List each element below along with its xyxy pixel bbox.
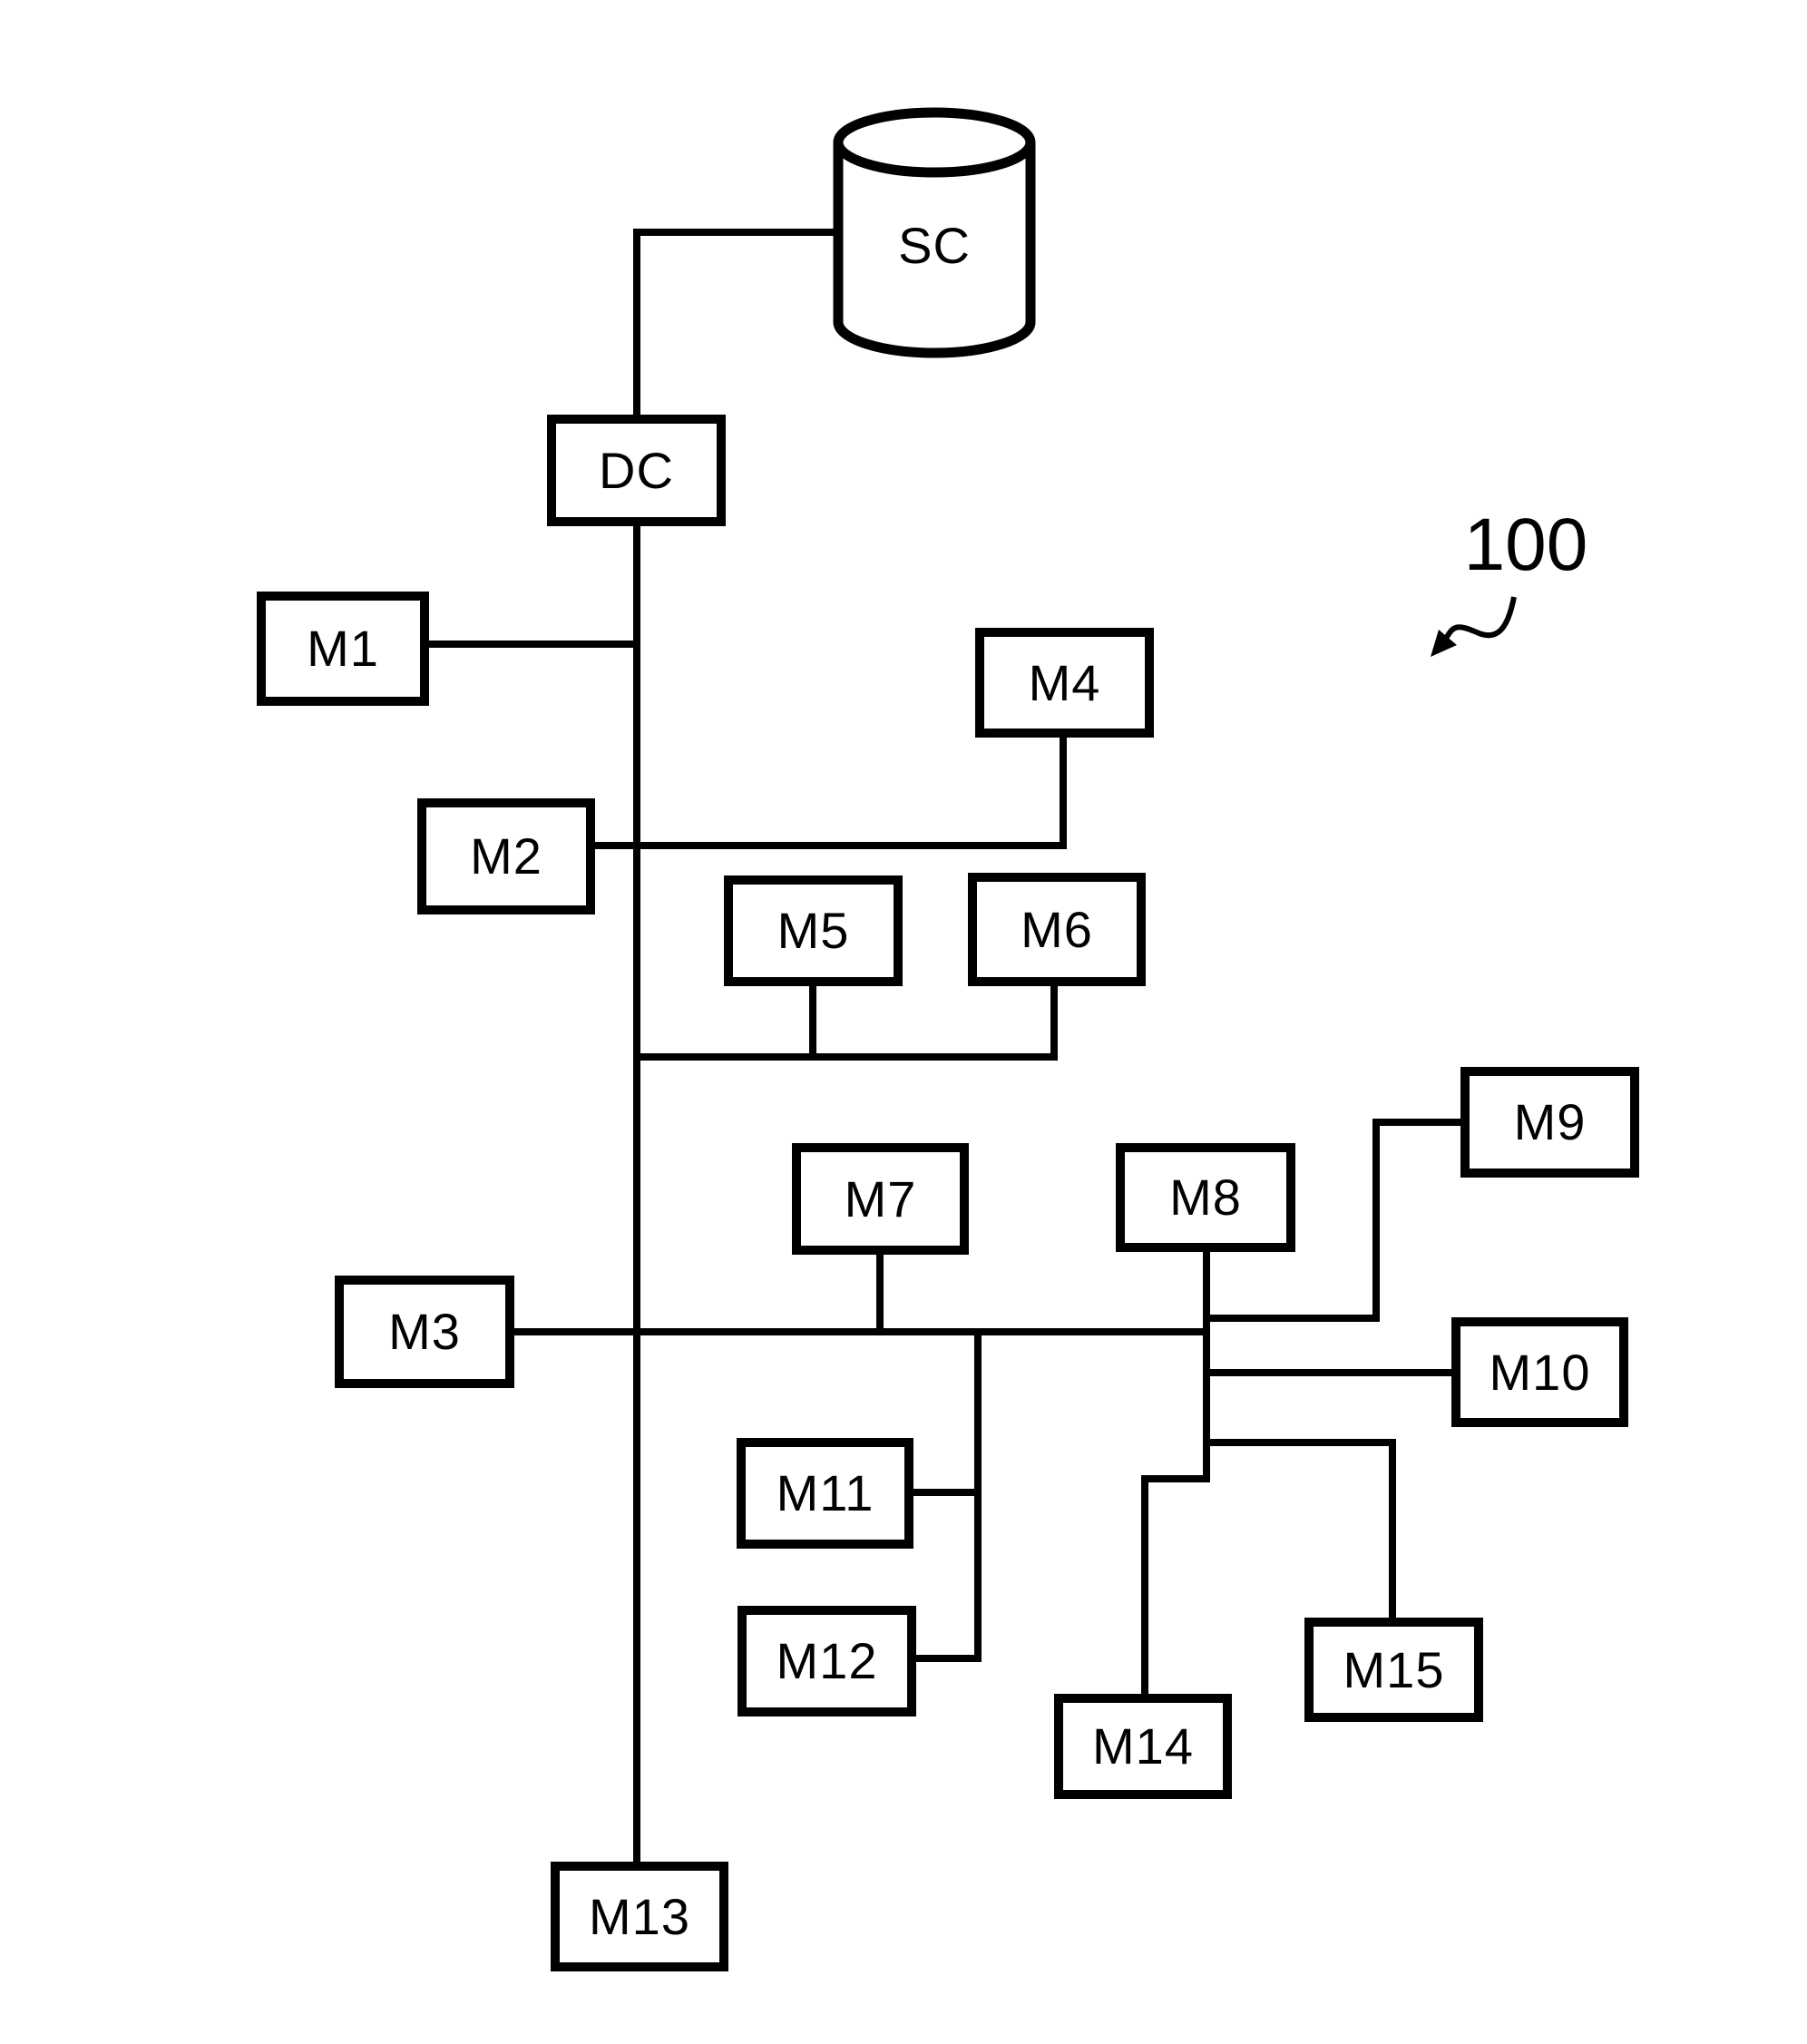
- node-dc: DC: [547, 415, 726, 526]
- node-m5: M5: [724, 875, 903, 986]
- figure-reference-number: 100: [1463, 504, 1588, 586]
- node-m2: M2: [417, 798, 595, 914]
- node-label-m4: M4: [1028, 653, 1101, 711]
- node-label-m15: M15: [1343, 1640, 1445, 1698]
- edge-m8-drop: [1203, 1249, 1210, 1482]
- node-m15: M15: [1304, 1618, 1483, 1722]
- node-label-m13: M13: [589, 1887, 690, 1945]
- node-label-m3: M3: [388, 1303, 461, 1360]
- edge-m12-connector: [912, 1655, 982, 1662]
- node-label-sc: SC: [898, 217, 971, 274]
- node-m8: M8: [1116, 1143, 1295, 1252]
- node-m3: M3: [335, 1276, 514, 1388]
- edge-m7-drop: [876, 1252, 884, 1335]
- node-m10: M10: [1451, 1317, 1628, 1427]
- edge-m6-drop: [1050, 981, 1058, 1061]
- node-label-m5: M5: [777, 902, 850, 959]
- edge-m4-drop: [1060, 735, 1067, 849]
- edge-sc-dc-vertical: [633, 229, 640, 421]
- node-label-m2: M2: [470, 827, 542, 885]
- edge-m2-m4-line: [590, 842, 1067, 849]
- edge-m1-connector: [425, 641, 640, 648]
- database-cylinder-shape: [833, 107, 1036, 358]
- edge-m15-riser: [1389, 1439, 1396, 1621]
- edge-m9-riser: [1372, 1119, 1380, 1322]
- node-m11: M11: [737, 1438, 913, 1549]
- node-label-dc: DC: [599, 441, 674, 499]
- node-label-m1: M1: [307, 620, 379, 677]
- node-m14: M14: [1054, 1694, 1232, 1799]
- edge-sc-dc-horizontal: [633, 229, 840, 236]
- edge-m9-elbow: [1372, 1119, 1464, 1126]
- edge-m14-branch: [1141, 1475, 1210, 1482]
- node-m12: M12: [737, 1606, 916, 1716]
- edge-m5-drop: [809, 983, 816, 1061]
- edge-m10-connector: [1206, 1369, 1455, 1376]
- edge-m11-m12-riser: [974, 1332, 982, 1662]
- edge-m9-branch: [1206, 1315, 1380, 1322]
- node-label-m9: M9: [1513, 1093, 1587, 1150]
- node-m9: M9: [1460, 1067, 1639, 1178]
- node-sc: SC: [833, 106, 1036, 358]
- node-m1: M1: [257, 592, 429, 706]
- edge-m5-m6-line: [637, 1053, 1058, 1061]
- node-m6: M6: [968, 873, 1146, 986]
- node-label-m6: M6: [1021, 900, 1093, 958]
- node-m7: M7: [792, 1143, 969, 1255]
- node-m13: M13: [551, 1862, 728, 1971]
- edge-m3-m8-line: [510, 1328, 1210, 1335]
- node-label-m12: M12: [776, 1632, 878, 1689]
- node-label-m7: M7: [844, 1169, 917, 1227]
- node-label-m8: M8: [1169, 1169, 1242, 1226]
- node-m4: M4: [975, 628, 1154, 738]
- node-label-m11: M11: [776, 1464, 874, 1521]
- node-label-m14: M14: [1092, 1717, 1194, 1775]
- edge-m15-branch: [1206, 1439, 1396, 1446]
- edge-m11-connector: [909, 1489, 982, 1496]
- node-label-m10: M10: [1489, 1343, 1591, 1401]
- edge-m14-riser: [1141, 1475, 1148, 1697]
- edge-main-bus-vertical: [633, 521, 640, 1867]
